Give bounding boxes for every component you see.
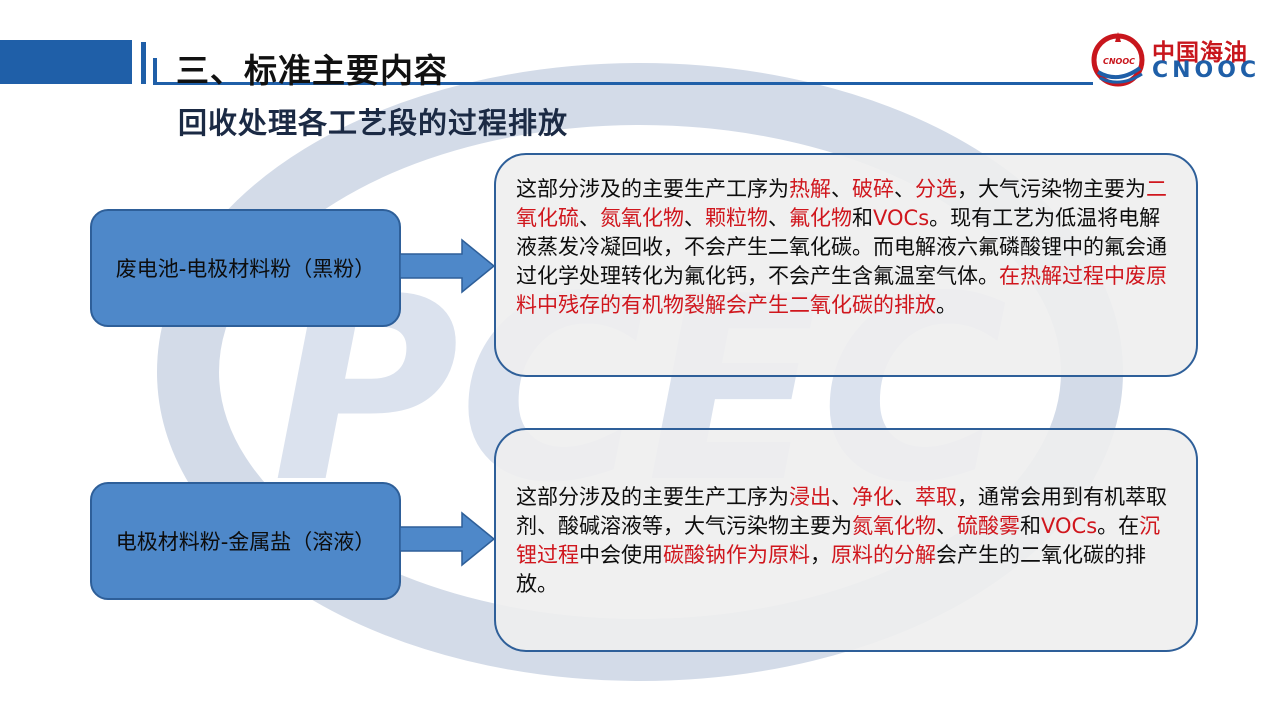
body-text: ， [810, 543, 831, 567]
cnooc-logo-icon: CNOOC [1091, 32, 1145, 87]
body-text: 中会使用 [579, 543, 663, 567]
arrow-right-icon [400, 511, 496, 567]
process-label: 电极材料粉-金属盐（溶液） [115, 530, 376, 554]
section-title: 三、标准主要内容 [176, 51, 448, 90]
highlight-text: 沉锂过程 [516, 514, 1161, 567]
body-text: ，通常会用到有机萃取剂、酸碱溶液等，大气污染物主要为 [516, 485, 1167, 538]
description-text: 这部分涉及的主要生产工序为浸出、净化、萃取，通常会用到有机萃取剂、酸碱溶液等，大… [516, 483, 1170, 599]
body-text: 这部分涉及的主要生产工序为 [516, 485, 789, 509]
body-text: 、 [684, 206, 705, 230]
body-text: 、 [936, 514, 957, 538]
highlight-text: 氮氧化物 [600, 206, 684, 230]
body-text: 。在 [1097, 514, 1140, 538]
description-box-black-mass: 这部分涉及的主要生产工序为热解、破碎、分选，大气污染物主要为二氧化硫、氮氧化物、… [494, 153, 1198, 377]
body-text: 。现有工艺为低温将电解液蒸发冷凝回收，不会产生二氧化碳。而电解液六氟磷酸锂中的氟… [516, 206, 1167, 288]
highlight-text: VOCs [1041, 514, 1098, 538]
process-label: 废电池-电极材料粉（黑粉） [115, 257, 376, 281]
highlight-text: 萃取 [915, 485, 957, 509]
highlight-text: 净化 [852, 485, 894, 509]
body-text: 和 [852, 206, 873, 230]
body-text: 、 [579, 206, 600, 230]
logo-text-en: CNOOC [1152, 58, 1261, 83]
body-text: 、 [894, 177, 915, 201]
body-text: 。 [936, 293, 957, 317]
highlight-text: 浸出 [789, 485, 831, 509]
highlight-text: 硫酸雾 [957, 514, 1020, 538]
highlight-text: 碳酸钠作为原料 [663, 543, 810, 567]
header-accent-bar [0, 40, 132, 84]
highlight-text: VOCs [873, 206, 930, 230]
process-box-black-mass: 废电池-电极材料粉（黑粉） [90, 209, 401, 327]
highlight-text: 二氧化硫 [516, 177, 1167, 230]
highlight-text: 热解 [789, 177, 831, 201]
body-text: ，大气污染物主要为 [957, 177, 1146, 201]
body-text: 这部分涉及的主要生产工序为 [516, 177, 789, 201]
description-text: 这部分涉及的主要生产工序为热解、破碎、分选，大气污染物主要为二氧化硫、氮氧化物、… [516, 175, 1170, 320]
header-divider [141, 42, 146, 84]
body-text: 、 [894, 485, 915, 509]
arrow-right-icon [400, 238, 496, 294]
body-text: 会产生的二氧化碳的排放。 [516, 543, 1146, 596]
page-subtitle: 回收处理各工艺段的过程排放 [178, 106, 569, 140]
process-box-metal-salt: 电极材料粉-金属盐（溶液） [90, 482, 401, 600]
body-text: 、 [768, 206, 789, 230]
header-underline [153, 82, 1093, 85]
highlight-text: 原料的分解 [831, 543, 936, 567]
body-text: 、 [831, 177, 852, 201]
highlight-text: 分选 [915, 177, 957, 201]
highlight-text: 氟化物 [789, 206, 852, 230]
highlight-text: 氮氧化物 [852, 514, 936, 538]
description-box-metal-salt: 这部分涉及的主要生产工序为浸出、净化、萃取，通常会用到有机萃取剂、酸碱溶液等，大… [494, 428, 1198, 652]
highlight-text: 颗粒物 [705, 206, 768, 230]
body-text: 和 [1020, 514, 1041, 538]
body-text: 、 [831, 485, 852, 509]
highlight-text: 破碎 [852, 177, 894, 201]
svg-text:CNOOC: CNOOC [1103, 57, 1135, 66]
highlight-text: 在热解过程中废原料中残存的有机物裂解会产生二氧化碳的排放 [516, 264, 1167, 317]
logo-text-cn: 中国海油 [1152, 40, 1248, 66]
header-divider-short [153, 58, 157, 84]
